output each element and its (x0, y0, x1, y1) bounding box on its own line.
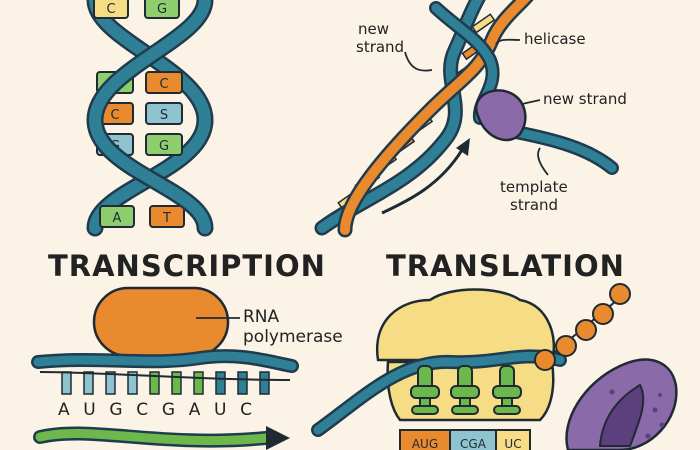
base-letter: G (157, 2, 167, 17)
base-pair: C S (96, 102, 183, 125)
base-letter: T (162, 211, 171, 226)
label-template-strand-line2: strand (510, 196, 558, 214)
base-letter: S (160, 108, 168, 123)
base-letter: A (113, 211, 122, 226)
helicase-enzyme (475, 89, 527, 142)
dna-replication: new strand helicase new strand template … (314, 0, 627, 238)
ribosome-large-subunit (375, 288, 556, 362)
trna (450, 365, 480, 415)
base-pair: A T (99, 205, 185, 228)
translation-title: TRANSLATION (386, 249, 625, 283)
label-new-strand-left-line2: strand (356, 38, 404, 56)
label-rna: RNA (243, 307, 280, 327)
label-polymerase: polymerase (243, 327, 343, 347)
label-new-strand-left-line1: new (358, 20, 389, 38)
translation-panel: AUG CGA UC (311, 283, 678, 450)
codon-label: UC (504, 437, 521, 450)
codon-box (495, 429, 531, 450)
rna-polymerase (92, 286, 230, 358)
trna (492, 365, 522, 415)
mrna-arrow (35, 428, 271, 446)
base-letter: G (159, 139, 169, 154)
transcription-panel: RNA polymerase AUGCGAUC (31, 286, 343, 450)
trna (410, 365, 440, 415)
base-letter: C (106, 2, 115, 17)
rna-sequence: AUGCGAUC (58, 400, 254, 420)
base-letter: C (110, 108, 119, 123)
base-pair: C G (93, 0, 180, 19)
label-template-strand-line1: template (500, 178, 568, 196)
base-letter: C (159, 77, 168, 92)
transcription-title: TRANSCRIPTION (48, 249, 326, 283)
polypeptide-chain (534, 283, 631, 371)
label-helicase: helicase (524, 30, 586, 48)
codon-label: AUG (412, 437, 438, 450)
dna-double-helix: C G A C C S G G A T (86, 0, 214, 237)
codon-label: CGA (460, 437, 487, 450)
direction-arrow (381, 149, 464, 215)
label-new-strand-right: new strand (543, 90, 627, 108)
mrna-strand (313, 351, 565, 435)
